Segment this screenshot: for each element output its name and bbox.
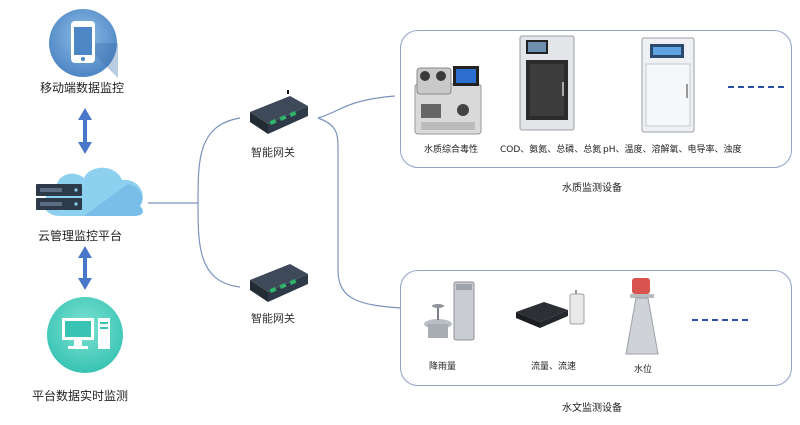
flow-meter-image [514,290,594,338]
device-label: 水质综合毒性 [424,145,479,155]
cloud-platform-label: 云管理监控平台 [38,229,123,243]
cod-analyzer-image [518,35,576,132]
toxicity-analyzer-image [413,64,483,136]
rain-gauge-image [420,280,480,346]
hydrology-title: 水文监测设备 [562,403,622,414]
platform-monitor-icon [46,296,124,374]
device-label: pH、温度、溶解氧、电导率、浊度 [603,145,742,155]
gateway-label: 智能网关 [251,146,295,159]
mobile-device-icon [48,8,118,78]
multiparameter-analyzer-image [640,37,696,134]
device-label: COD、氨氮、总磷、总氮 [500,145,602,155]
radar-level-image [622,276,662,358]
device-label: 降雨量 [429,362,457,372]
more-devices-dash [728,86,784,90]
mobile-label: 移动端数据监控 [40,81,125,95]
platform-label: 平台数据实时监测 [32,389,129,403]
water-quality-panel [400,30,792,168]
gateway-icon [240,90,318,138]
arrow-cloud-platform [78,246,92,290]
gateway-label: 智能网关 [251,312,295,325]
gateway-icon [240,258,318,306]
water-quality-title: 水质监测设备 [562,183,622,194]
arrow-mobile-cloud [78,108,92,154]
device-label: 流量、流速 [531,362,577,372]
cloud-server-icon [30,158,150,220]
more-devices-dash [692,319,748,323]
device-label: 水位 [634,365,653,375]
